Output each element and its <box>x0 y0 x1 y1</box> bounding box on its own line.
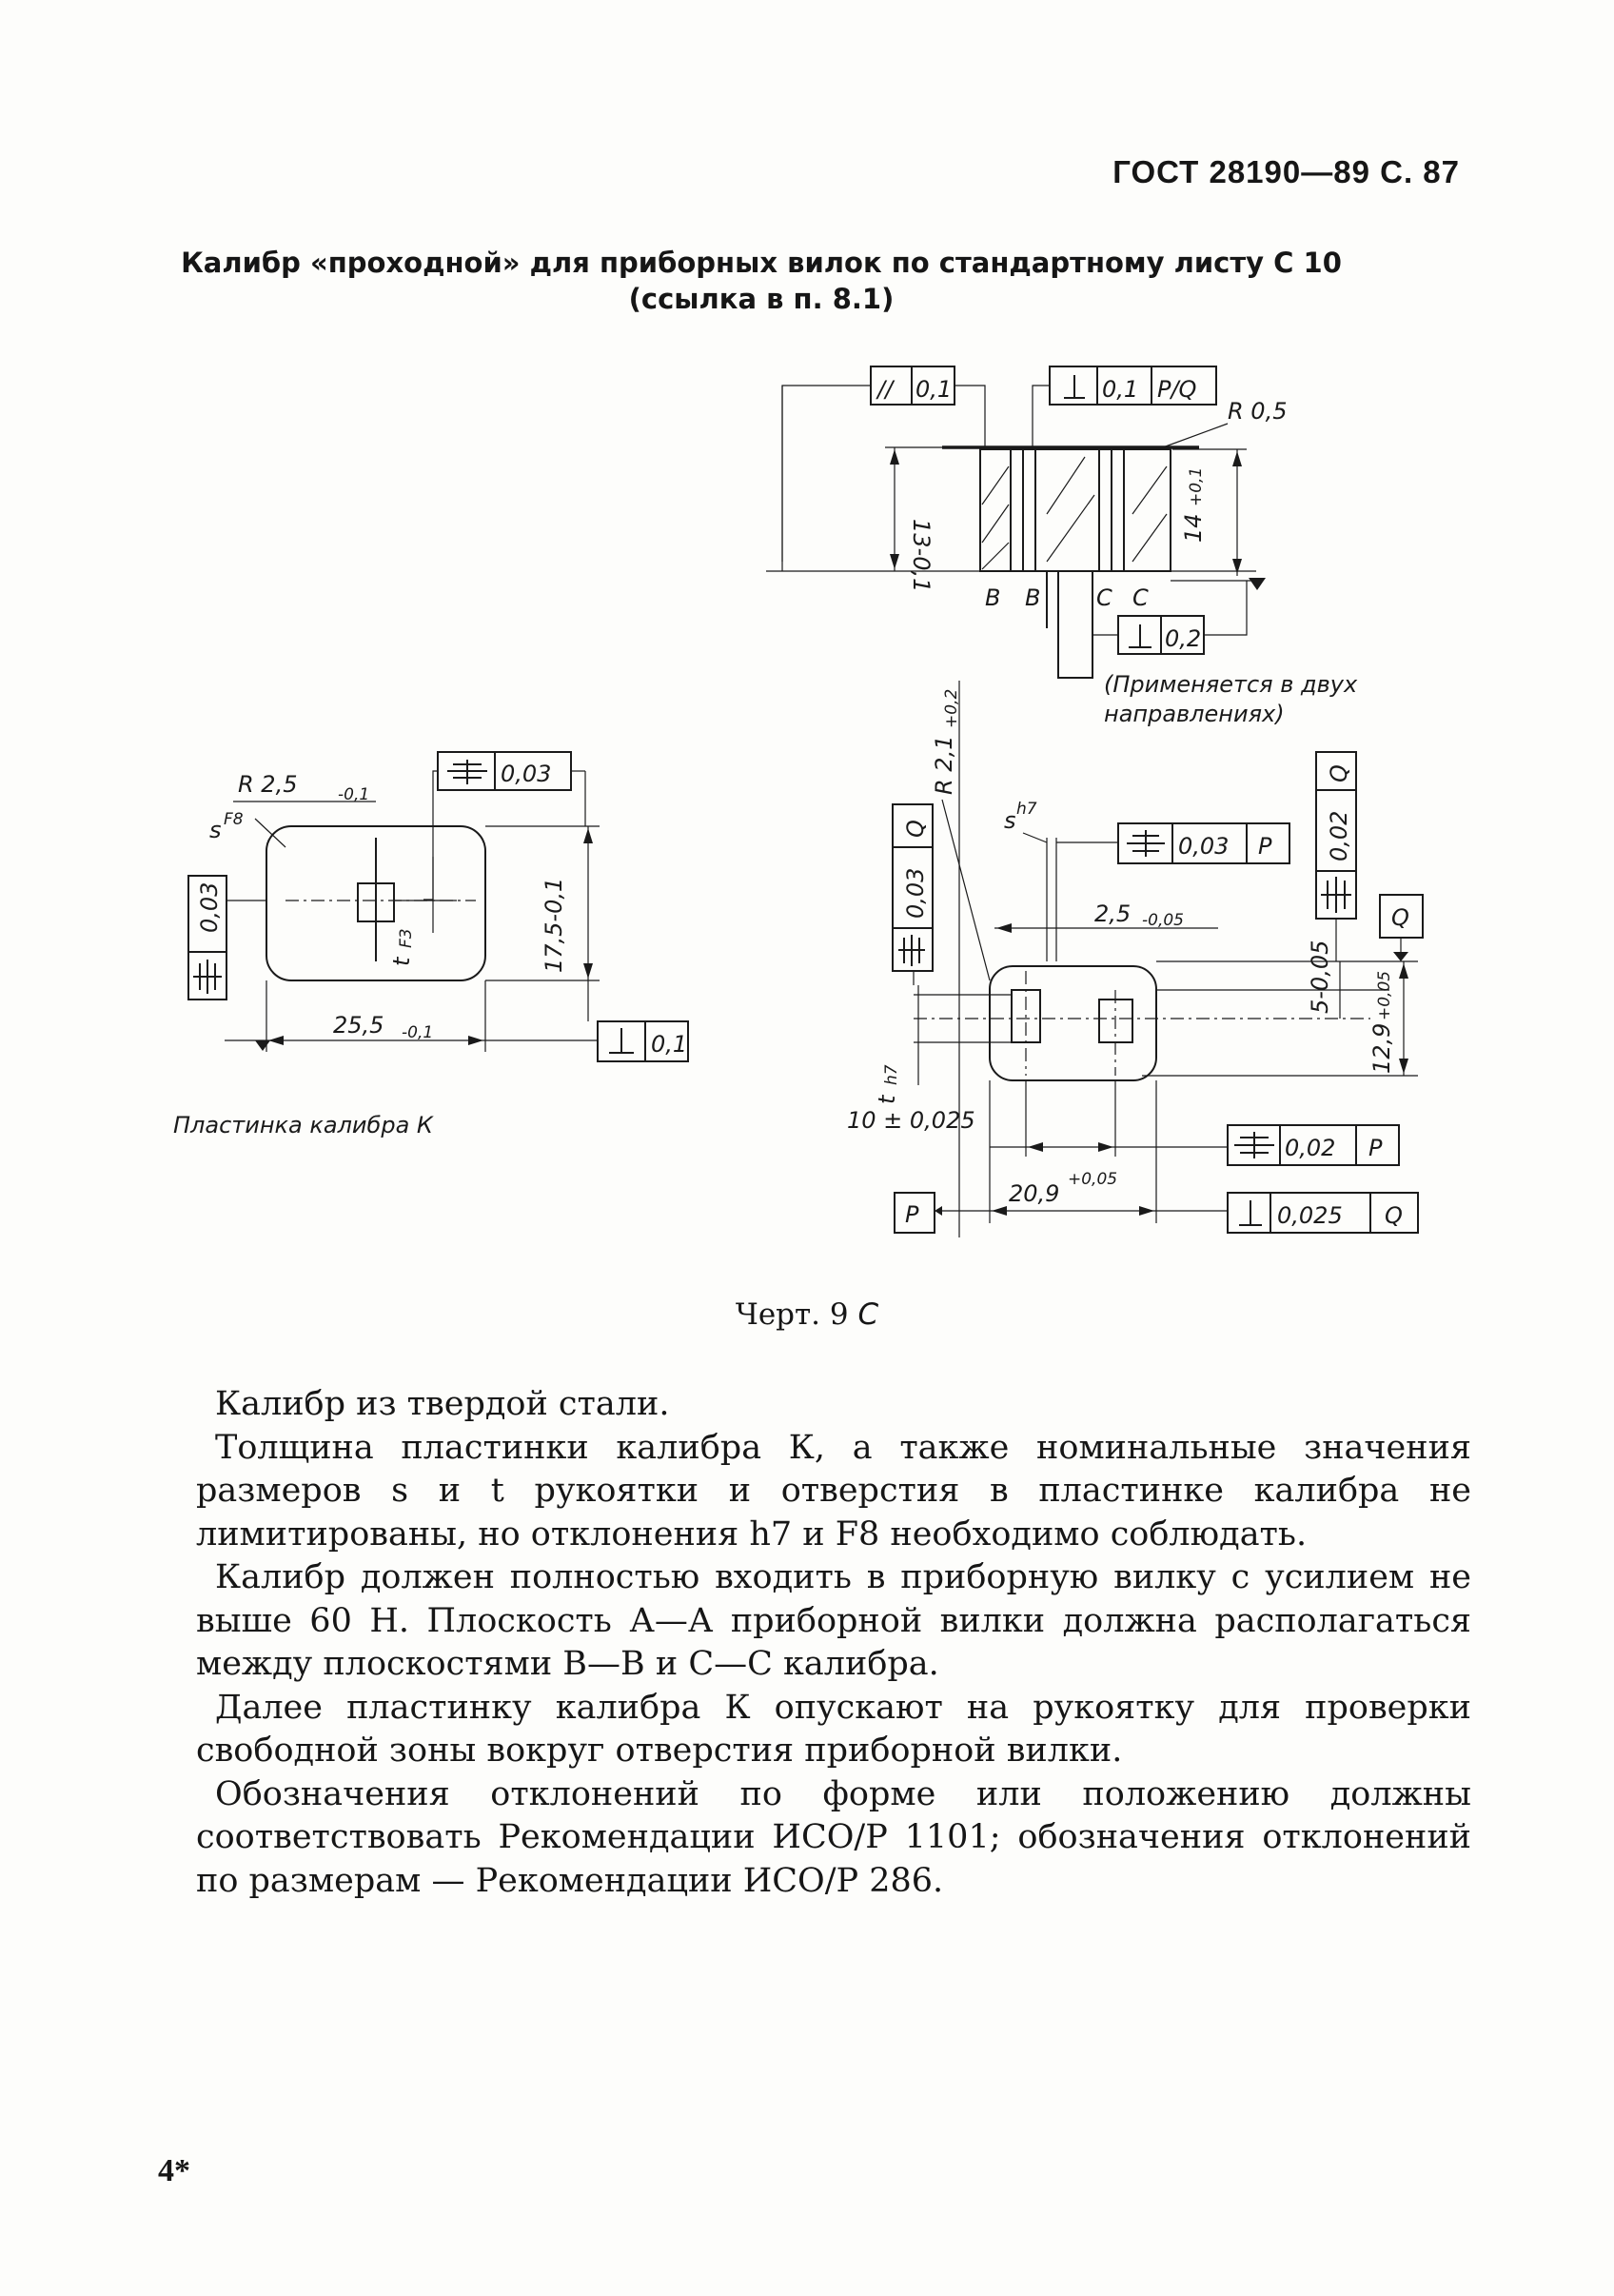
figure-caption: Черт. 9 С <box>0 1297 1614 1332</box>
tol-perp-02-value: 0,2 <box>1165 625 1201 652</box>
note-line-1: (Применяется в двух <box>1104 671 1358 698</box>
handle-dim-5: 5-0,05 <box>1307 940 1333 1014</box>
handle-tol-sym-p-value: 0,03 <box>1178 833 1229 860</box>
handle-view: R 2,1 +0,2 s h7 0,03 P Q 0,03 Q 0,02 Q <box>847 681 1424 1237</box>
handle-dim-t: t <box>874 1094 900 1104</box>
plate-radius-tol: -0,1 <box>338 785 369 804</box>
handle-datum-q3: Q <box>1385 1202 1403 1229</box>
plate-radius: R 2,5 <box>238 771 297 798</box>
radius-label: R 0,5 <box>1228 398 1287 425</box>
plate-tol-sym-frame <box>437 751 572 791</box>
plate-dim-t: t <box>388 956 415 966</box>
handle-tol-right-value: 0,02 <box>1326 811 1352 861</box>
label-c1: C <box>1096 584 1112 611</box>
title-line-1: Калибр «проходной» для приборных вилок п… <box>181 247 1342 279</box>
note-line-2: направлениях) <box>1104 701 1285 727</box>
label-b2: B <box>1025 584 1040 611</box>
label-b1: B <box>985 584 1000 611</box>
dim-13: 13-0,1 <box>908 519 935 592</box>
page-number: 4* <box>158 2153 190 2188</box>
figure-caption-label: Черт. 9 <box>735 1297 849 1332</box>
handle-datum-q-box <box>1379 894 1424 939</box>
handle-dim-129: 12,9 <box>1368 1023 1395 1074</box>
dim-14-tol: +0,1 <box>1187 467 1206 506</box>
plate-caption: Пластинка калибра К <box>173 1112 434 1138</box>
handle-datum-p1: P <box>1258 833 1272 860</box>
plate-dim-t-tol: F3 <box>397 928 416 948</box>
label-c2: C <box>1132 584 1149 611</box>
paragraph-1: Калибр из твердой стали. <box>215 1385 670 1423</box>
page-header: ГОСТ 28190—89 С. 87 <box>1112 154 1460 189</box>
tol-perp-value: 0,1 <box>1102 376 1138 403</box>
handle-outline <box>989 965 1157 1081</box>
top-view: // 0,1 0,1 P/Q R 0,5 <box>766 366 1358 727</box>
body-text: Калибр из твердой стали. Толщина пластин… <box>196 1383 1471 1903</box>
plate-dim-width-tol: -0,1 <box>402 1023 433 1042</box>
plate-tol-sym-value: 0,03 <box>501 761 551 787</box>
handle-dim-10: 10 ± 0,025 <box>847 1107 975 1134</box>
plate-tol-perp-value: 0,1 <box>651 1031 687 1058</box>
handle-tol-left-value: 0,03 <box>902 868 929 919</box>
parallel-symbol: // <box>876 376 896 403</box>
datum-pq: P/Q <box>1157 376 1196 403</box>
plate-dim-height: 17,5-0,1 <box>541 878 567 973</box>
figure-caption-letter: С <box>857 1297 879 1332</box>
title-line-2: (ссылка в п. 8.1) <box>628 283 895 315</box>
paragraph-3: Калибр должен полностью входить в прибор… <box>196 1558 1471 1683</box>
paragraph-2: Толщина пластинки калибра К, а также ном… <box>196 1428 1471 1554</box>
handle-dim-209: 20,9 <box>1009 1180 1059 1207</box>
handle-datum-p2: P <box>1368 1135 1383 1161</box>
handle-dim-209-tol: +0,05 <box>1068 1170 1117 1189</box>
handle-tol-sym-02-value: 0,02 <box>1285 1135 1335 1161</box>
handle-fit-s-tol: h7 <box>1016 800 1037 819</box>
handle-dim-t-tol: h7 <box>882 1064 901 1085</box>
handle-datum-p3-box <box>894 1192 935 1234</box>
tol-parallel-value: 0,1 <box>915 376 952 403</box>
plate-outline <box>266 825 486 981</box>
handle-fit-s: s <box>1004 807 1016 834</box>
handle-tol-perp-025-value: 0,025 <box>1277 1202 1343 1229</box>
handle-radius: R 2,1 <box>931 736 957 795</box>
handle-dim-25: 2,5 <box>1094 901 1131 927</box>
handle-dim-129-tol: +0,05 <box>1375 971 1394 1020</box>
plate-dim-width: 25,5 <box>333 1012 384 1039</box>
dim-14: 14 <box>1180 513 1207 543</box>
handle-datum-q-top: Q <box>902 820 929 838</box>
paragraph-5: Обозначения отклонений по форме или поло… <box>196 1774 1471 1900</box>
paragraph-4: Далее пластинку калибра К опускают на ру… <box>196 1688 1471 1771</box>
handle-datum-p3: P <box>905 1201 919 1228</box>
handle-datum-q-right: Q <box>1326 764 1352 782</box>
plate-fit-s: s <box>209 817 222 843</box>
plate-view: R 2,5 -0,1 s F8 0,03 t F3 0,03 17 <box>173 751 689 1138</box>
plate-tol-perp-frame <box>597 1020 689 1062</box>
technical-drawing: // 0,1 0,1 P/Q R 0,5 <box>173 366 1424 1237</box>
handle-dim-25-tol: -0,05 <box>1142 911 1184 930</box>
handle-datum-q-box-label: Q <box>1391 904 1409 931</box>
plate-tol-left-value: 0,03 <box>196 882 223 933</box>
plate-fit-s-tol: F8 <box>224 810 244 829</box>
document-title: Калибр «проходной» для приборных вилок п… <box>143 245 1380 317</box>
handle-radius-tol: +0,2 <box>942 689 961 728</box>
